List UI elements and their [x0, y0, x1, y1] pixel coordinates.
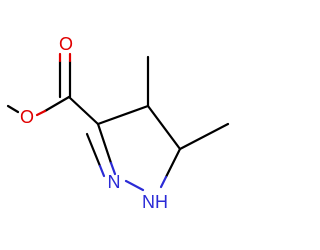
molecule-structure: O O N NH	[6, 34, 230, 212]
ring-nh-label: NH	[142, 192, 168, 212]
bond-c3-n-double-b	[85, 132, 102, 168]
bond-c5-methyl	[178, 122, 230, 151]
bond-c5-nh-n	[159, 175, 168, 189]
bond-c3-carboxyl	[67, 95, 100, 126]
bond-ester-o	[35, 109, 47, 117]
carbonyl-oxygen-label: O	[59, 34, 73, 54]
bond-carboxyl-ester	[43, 95, 71, 113]
bond-c5-nh	[164, 147, 182, 179]
bond-n-nh	[124, 179, 145, 192]
bond-methoxy	[6, 104, 20, 114]
bond-c3-n-double-b-n	[98, 164, 106, 178]
bond-c3-n-double-a-n	[109, 161, 117, 176]
ring-nitrogen-label: N	[108, 172, 121, 192]
bond-c3-c4	[96, 104, 150, 126]
bond-c4-c5	[146, 104, 182, 151]
bond-c3-n-double-a	[96, 122, 113, 165]
ester-oxygen-label: O	[20, 107, 34, 127]
